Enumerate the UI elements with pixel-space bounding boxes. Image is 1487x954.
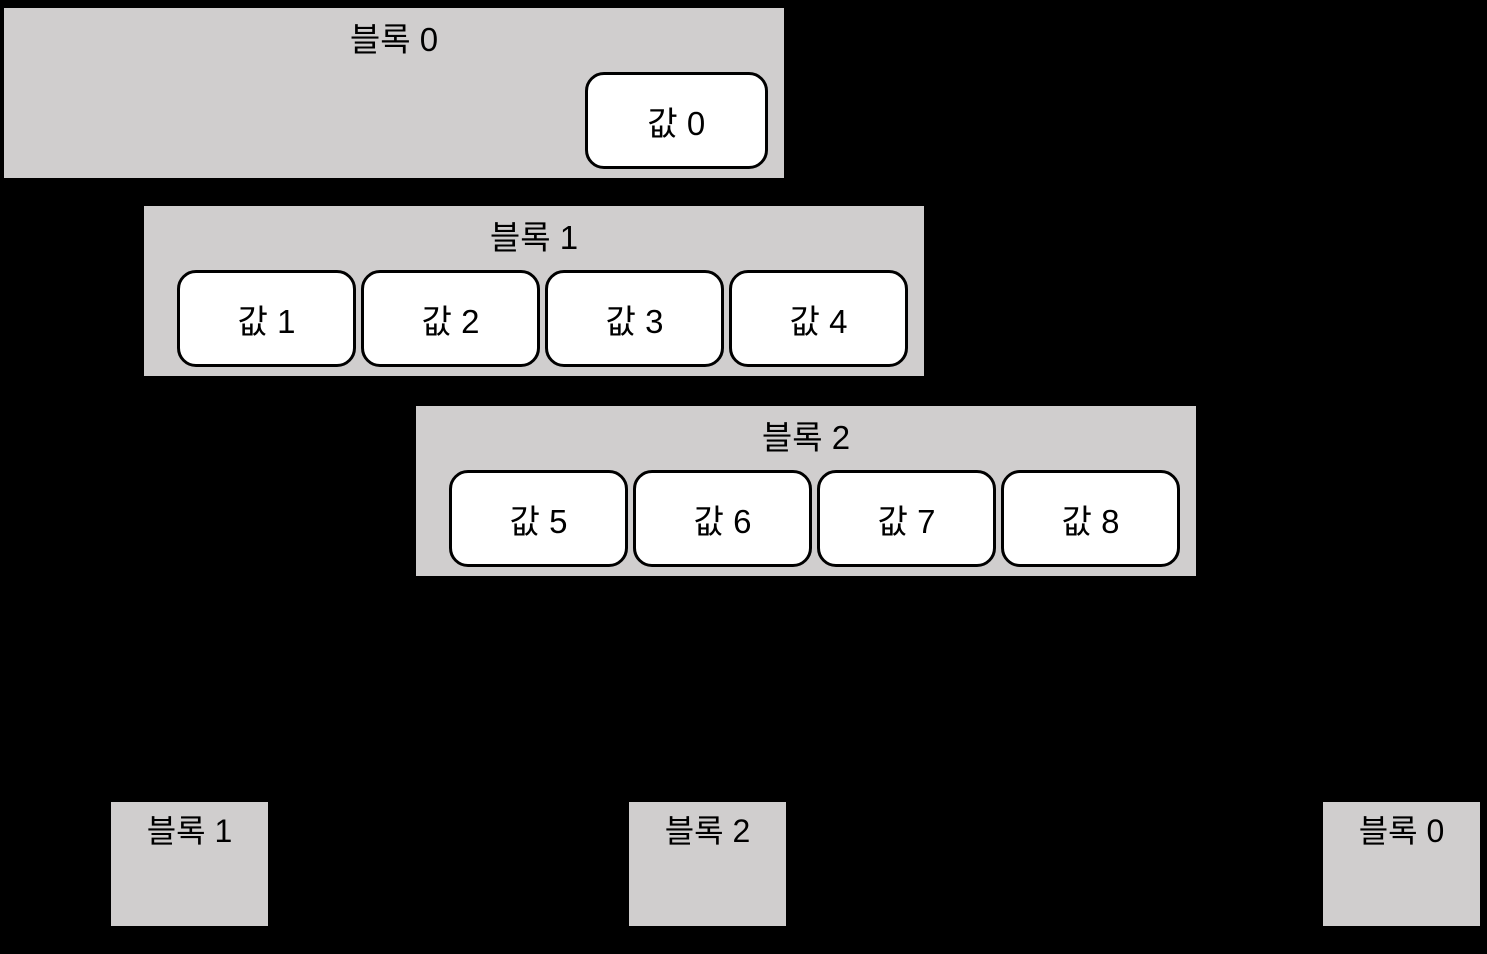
- linked-block-0: 블록 0 값 0: [4, 8, 784, 178]
- linked-block-1: 블록 1 값 1 값 2 값 3 값 4: [144, 206, 924, 376]
- free-block-1-title: 블록 1: [146, 813, 233, 849]
- free-block-0: 블록 0: [1323, 802, 1480, 926]
- value-cell-1: 값 1: [177, 270, 356, 367]
- linked-block-2-title: 블록 2: [761, 419, 851, 456]
- free-block-2-title: 블록 2: [664, 813, 751, 849]
- value-cell-5: 값 5: [449, 470, 628, 567]
- value-cell-7: 값 7: [817, 470, 996, 567]
- linked-block-1-title: 블록 1: [489, 219, 579, 256]
- slot-row: 값 1 값 2 값 3 값 4: [177, 270, 908, 367]
- value-cell-6: 값 6: [633, 470, 812, 567]
- linked-block-2: 블록 2 값 5 값 6 값 7 값 8: [416, 406, 1196, 576]
- value-cell-8: 값 8: [1001, 470, 1180, 567]
- linked-block-0-title: 블록 0: [349, 21, 439, 58]
- value-cell-4: 값 4: [729, 270, 908, 367]
- free-block-1: 블록 1: [111, 802, 268, 926]
- free-block-2: 블록 2: [629, 802, 786, 926]
- value-cell-3: 값 3: [545, 270, 724, 367]
- value-cell-0: 값 0: [584, 72, 768, 169]
- slot-row: 값 0: [37, 72, 768, 169]
- free-block-0-title: 블록 0: [1358, 813, 1445, 849]
- slot-row: 값 5 값 6 값 7 값 8: [449, 470, 1180, 567]
- value-cell-2: 값 2: [361, 270, 540, 367]
